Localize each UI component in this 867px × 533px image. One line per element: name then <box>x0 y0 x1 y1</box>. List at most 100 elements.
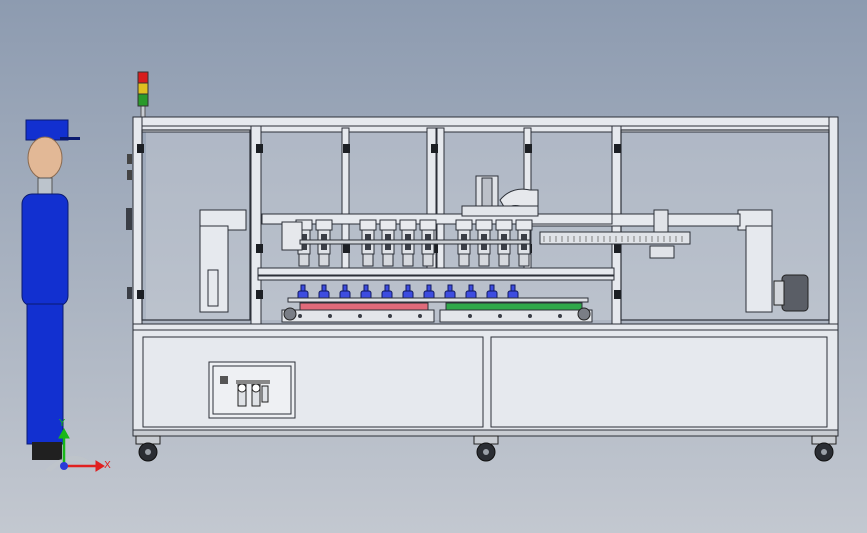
operator-neck <box>37 177 53 197</box>
hinge <box>137 290 144 299</box>
bottle-neck <box>468 284 474 292</box>
shelf-rail <box>257 267 615 276</box>
head-mount <box>455 219 473 231</box>
cabinet-door-left[interactable] <box>142 336 484 428</box>
x-axis-arrowhead <box>95 460 105 472</box>
door-post-4 <box>436 127 445 275</box>
feeder-mount <box>461 205 539 217</box>
operator-legs <box>26 303 64 445</box>
conveyor-fasteners <box>298 314 562 318</box>
y-axis-label: Y <box>58 418 66 429</box>
left-side-button-2[interactable] <box>127 170 132 180</box>
gantry-beam-upper <box>261 213 613 225</box>
coordinate-triad[interactable]: X Y <box>45 418 111 472</box>
linear-slide <box>539 231 691 245</box>
head-gripper <box>402 253 414 267</box>
head-gripper <box>458 253 470 267</box>
bottle-neck <box>489 284 495 292</box>
bottle-neck <box>321 284 327 292</box>
top-rail <box>132 116 838 127</box>
capping-heads <box>281 219 533 267</box>
linear-slide-scale <box>543 236 683 242</box>
head-gripper <box>518 253 530 267</box>
head-gripper <box>382 253 394 267</box>
hinge <box>431 144 438 153</box>
conveyor-belt-right <box>445 302 583 311</box>
conveyor-roller-right <box>577 307 591 321</box>
feeder-hopper-inner <box>481 177 493 211</box>
caster-hub <box>483 449 489 455</box>
head-mount <box>419 219 437 231</box>
head-gripper <box>298 253 310 267</box>
head-cross-bar <box>299 239 531 245</box>
servo-motor <box>781 274 809 312</box>
air-regulator-inner <box>212 365 292 415</box>
signal-light-green <box>137 93 149 107</box>
conveyor-belt-left <box>299 302 429 311</box>
bottle-neck <box>426 284 432 292</box>
conveyor-roller-left <box>283 307 297 321</box>
air-filter-regulator <box>220 376 270 407</box>
head-mount <box>379 219 397 231</box>
y-axis-arrowhead <box>58 427 70 439</box>
caster-hub <box>145 449 151 455</box>
head-gripper <box>422 253 434 267</box>
left-column-slot <box>207 269 219 307</box>
mid-rail <box>257 275 615 281</box>
head-mount <box>495 219 513 231</box>
head-gripper <box>478 253 490 267</box>
signal-light-red <box>137 71 149 84</box>
conveyor-section[interactable] <box>281 284 593 323</box>
cabinet-door-right[interactable] <box>490 336 828 428</box>
triad-swoosh <box>45 455 96 472</box>
hinge <box>614 290 621 299</box>
fastener <box>558 314 562 318</box>
bottle-neck <box>363 284 369 292</box>
head-mount <box>315 219 333 231</box>
fastener <box>418 314 422 318</box>
right-column-leg <box>745 225 773 313</box>
fastener <box>468 314 472 318</box>
fastener <box>298 314 302 318</box>
hinge <box>525 144 532 153</box>
casters <box>135 435 837 462</box>
hinge <box>343 244 350 253</box>
base-cabinet[interactable] <box>132 323 839 462</box>
fastener <box>358 314 362 318</box>
slide-carriage <box>653 209 669 233</box>
head-mount <box>515 219 533 231</box>
bottle-neck <box>342 284 348 292</box>
cabinet-base-rail <box>132 429 839 437</box>
fastener <box>498 314 502 318</box>
hinge <box>256 144 263 153</box>
left-door-frame <box>141 129 251 321</box>
left-column-leg <box>199 225 229 313</box>
operator-mannequin[interactable] <box>21 119 80 460</box>
hinge <box>256 244 263 253</box>
x-axis-label: X <box>104 460 111 471</box>
head-mount <box>399 219 417 231</box>
head-mount <box>475 219 493 231</box>
bottle-neck <box>405 284 411 292</box>
hinge <box>614 244 621 253</box>
hinge <box>137 144 144 153</box>
conveyor-base-right <box>439 309 593 323</box>
left-side-button-1[interactable] <box>127 154 132 164</box>
fastener <box>388 314 392 318</box>
operator-face <box>27 136 63 180</box>
z-axis-marker <box>60 462 68 470</box>
head-end-bracket <box>281 221 303 251</box>
head-mount <box>359 219 377 231</box>
left-handle-upper[interactable] <box>126 208 132 230</box>
operator-shoes <box>32 442 62 460</box>
gantry-assembly[interactable] <box>199 175 809 313</box>
hinge <box>614 144 621 153</box>
top-rail-lower <box>140 125 832 133</box>
head-gripper <box>362 253 374 267</box>
signal-light-yellow <box>137 82 149 95</box>
left-handle-lower[interactable] <box>127 287 132 299</box>
hinge <box>343 144 350 153</box>
caster-hub <box>821 449 827 455</box>
